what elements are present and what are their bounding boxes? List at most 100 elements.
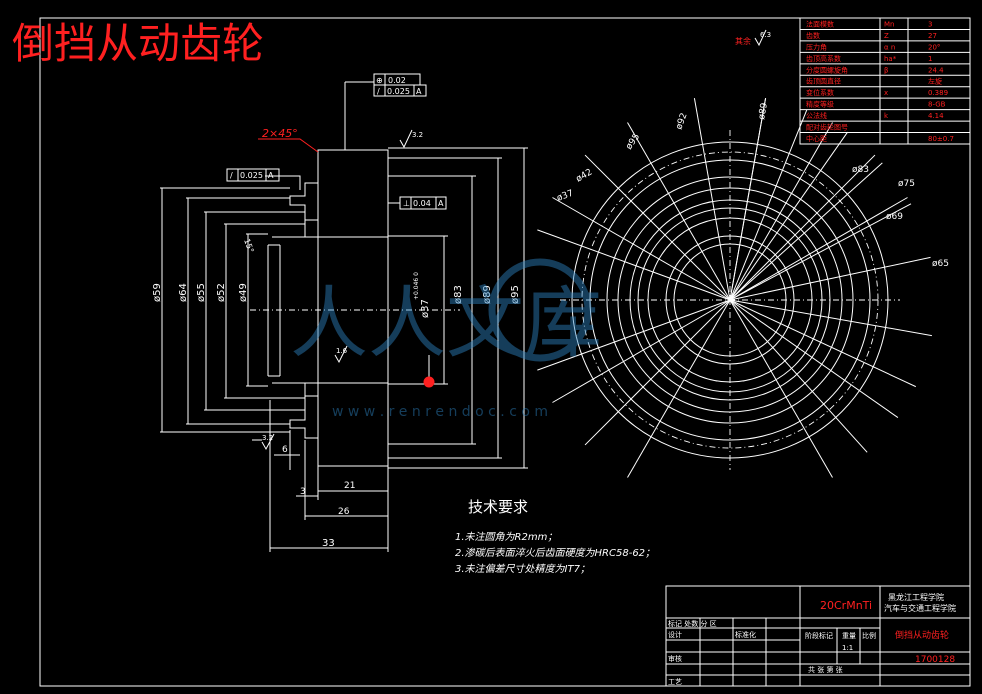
- radial-line: [693, 98, 731, 301]
- watermark: 人人文库 w w w . r e n r e n d o c . c o m: [290, 258, 602, 420]
- param-cell: 80±0.7: [928, 135, 954, 143]
- title-block: 20CrMnTi 黑龙江工程学院 汽车与交通工程学院 倒挡从动齿轮 170012…: [665, 585, 971, 687]
- end-view: [537, 98, 932, 478]
- svg-text:0.02: 0.02: [388, 76, 406, 85]
- radial-line: [584, 299, 731, 446]
- svg-text:A: A: [438, 199, 444, 208]
- radial-line: [729, 299, 868, 453]
- radial-line: [552, 299, 731, 403]
- svg-text:ø64: ø64: [178, 283, 189, 302]
- svg-text:重量: 重量: [842, 632, 856, 640]
- sheet-border: [39, 17, 971, 687]
- svg-text:比例: 比例: [862, 631, 876, 640]
- svg-text:审核: 审核: [668, 654, 682, 663]
- param-cell: 1: [928, 55, 932, 63]
- svg-text:ø59: ø59: [152, 283, 163, 302]
- tech-requirements: 技术要求 1.未注圆角为R2mm； 2.渗碳后表面淬火后齿面硬度为HRC58-6…: [455, 498, 655, 575]
- svg-text:3.2: 3.2: [412, 131, 423, 139]
- param-cell: 4.14: [928, 112, 944, 120]
- radial-line: [729, 122, 833, 301]
- svg-text:6: 6: [282, 445, 288, 455]
- svg-text:设计: 设计: [668, 630, 682, 639]
- param-cell: 齿顶高系数: [806, 54, 841, 63]
- svg-text:ø69: ø69: [886, 212, 903, 222]
- radial-line: [729, 162, 883, 301]
- radial-line: [729, 256, 931, 301]
- param-cell: 压力角: [806, 42, 827, 51]
- param-cell: 中心距: [806, 134, 827, 143]
- svg-text:1.6: 1.6: [336, 347, 348, 355]
- svg-text:ø83: ø83: [852, 165, 869, 175]
- svg-text:ø42: ø42: [575, 167, 595, 184]
- radial-line: [627, 299, 731, 478]
- param-cell: x: [884, 89, 888, 97]
- radial-line: [729, 299, 917, 388]
- radial-line: [729, 131, 848, 301]
- svg-text:+0.046 0: +0.046 0: [413, 272, 420, 300]
- svg-text:ø49: ø49: [238, 283, 249, 302]
- param-cell: 0.389: [928, 89, 948, 97]
- section-view: [160, 82, 528, 552]
- svg-text:ø89: ø89: [757, 102, 770, 121]
- drawing-title: 倒挡从动齿轮: [12, 19, 264, 68]
- param-cell: 左旋: [928, 77, 942, 86]
- param-cell: 齿数: [806, 31, 820, 40]
- svg-text:0.04: 0.04: [413, 199, 431, 208]
- section-hatch-lower: [304, 382, 389, 467]
- svg-text:/: /: [377, 87, 380, 96]
- svg-text:标记 处数 分 区: 标记 处数 分 区: [668, 619, 717, 628]
- svg-text:ø92: ø92: [674, 112, 689, 131]
- svg-text:ø89: ø89: [482, 285, 493, 304]
- svg-text:标准化: 标准化: [735, 630, 756, 639]
- fcf-top: ⊕ 0.02 / 0.025 A: [345, 73, 427, 97]
- material-label: 20CrMnTi: [820, 599, 872, 612]
- radial-line: [537, 299, 731, 371]
- param-cell: 3: [928, 20, 932, 28]
- fcf-left: / 0.025 A: [226, 168, 280, 182]
- param-cell: 27: [928, 32, 937, 40]
- param-cell: 配对齿轮图号: [806, 123, 848, 132]
- svg-text:A: A: [416, 87, 422, 96]
- tech-item-3: 3.未注偏差尺寸处精度为IT7；: [455, 563, 590, 575]
- param-cell: 分度圆螺旋角: [806, 65, 848, 74]
- svg-text:3.2: 3.2: [262, 434, 273, 442]
- param-cell: 精度等级: [806, 100, 834, 109]
- svg-text:阶段标记: 阶段标记: [805, 631, 833, 640]
- param-cell: Mn: [884, 20, 894, 28]
- param-cell: k: [884, 112, 889, 120]
- svg-text:1:1: 1:1: [842, 644, 853, 652]
- radial-line: [729, 299, 833, 478]
- svg-text:ø37: ø37: [556, 189, 575, 204]
- radial-line: [729, 109, 808, 301]
- svg-text:3: 3: [300, 487, 306, 497]
- param-cell: 24.4: [928, 66, 944, 74]
- svg-text:其余: 其余: [735, 36, 751, 46]
- svg-text:/: /: [230, 171, 233, 180]
- param-cell: Z: [884, 32, 889, 40]
- svg-text:15°: 15°: [242, 238, 255, 254]
- radial-line: [537, 229, 731, 301]
- param-cell: 变位系数: [806, 88, 834, 97]
- radial-line: [729, 203, 912, 301]
- svg-text:黑龙江工程学院: 黑龙江工程学院: [888, 592, 944, 602]
- svg-text:6.3: 6.3: [760, 31, 771, 39]
- param-cell: ha*: [884, 55, 897, 63]
- watermark-brand: 人人文库: [290, 279, 602, 369]
- param-cell: 齿顶圆直径: [806, 77, 841, 86]
- svg-text:33: 33: [322, 538, 335, 549]
- section-dimensions: ø59 ø64 ø55 ø52 ø49 ø37 +0.046 0 ø83 ø89…: [152, 127, 521, 549]
- param-cell: 公法线: [806, 111, 827, 120]
- svg-text:A: A: [268, 171, 274, 180]
- radial-line: [729, 98, 767, 301]
- svg-text:ø75: ø75: [898, 179, 915, 189]
- svg-text:ø52: ø52: [216, 283, 227, 302]
- param-cell: α n: [884, 43, 895, 51]
- radial-line: [729, 197, 908, 301]
- fcf-right: ⊥ 0.04 A: [399, 196, 447, 210]
- svg-text:⊥: ⊥: [403, 199, 410, 208]
- radial-line: [584, 154, 731, 301]
- svg-text:0.025: 0.025: [387, 87, 410, 96]
- radial-line: [729, 299, 899, 418]
- svg-text:⊕: ⊕: [376, 76, 383, 85]
